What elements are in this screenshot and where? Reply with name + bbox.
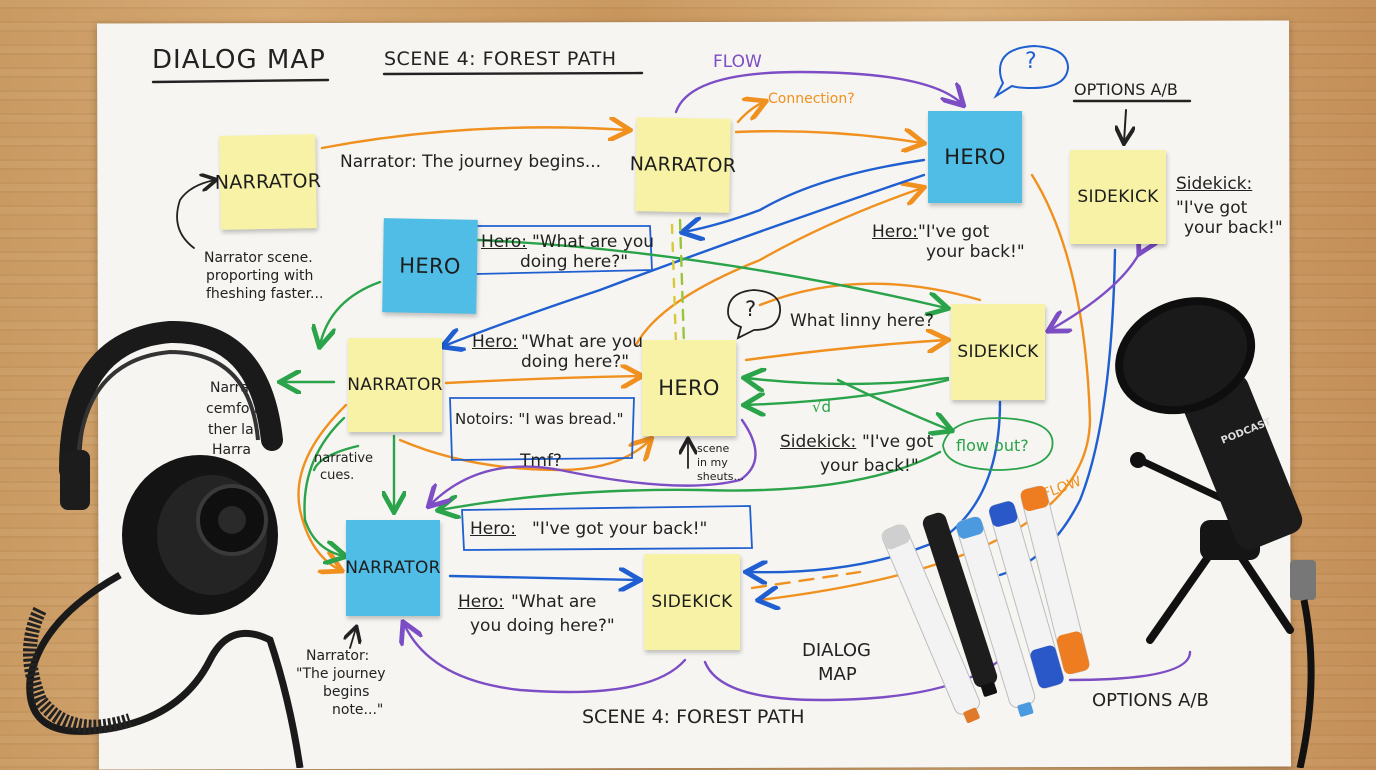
markers[interactable]: [880, 485, 1091, 726]
microphone[interactable]: [1097, 277, 1328, 768]
headphones[interactable]: [30, 332, 300, 768]
